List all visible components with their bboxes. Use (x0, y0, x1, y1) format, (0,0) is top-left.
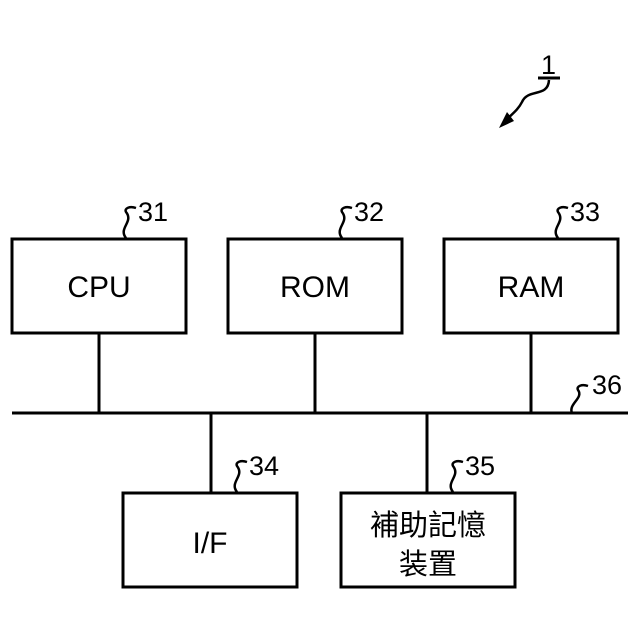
figure-ref-arrow (504, 80, 549, 122)
cpu-ref-leader (124, 207, 136, 238)
if-ref-number: 34 (249, 451, 279, 481)
ram-ref-number: 33 (570, 197, 600, 227)
figure-reference: 1 (499, 50, 560, 128)
storage-label-line2: 装置 (399, 547, 457, 581)
cpu-block: CPU 31 (12, 197, 186, 333)
figure-ref-number: 1 (541, 50, 556, 80)
rom-label: ROM (280, 271, 350, 304)
if-ref-leader (235, 461, 247, 492)
if-label: I/F (193, 527, 228, 560)
cpu-label: CPU (67, 271, 130, 304)
bus-ref-leader (571, 385, 588, 413)
cpu-ref-number: 31 (138, 197, 168, 227)
rom-block: ROM 32 (228, 197, 402, 333)
ram-ref-leader (556, 207, 568, 238)
storage-ref-number: 35 (465, 451, 495, 481)
rom-ref-leader (340, 207, 352, 238)
bus: 36 (12, 370, 628, 413)
storage-ref-leader (451, 461, 463, 492)
bus-ref-number: 36 (592, 370, 622, 400)
rom-ref-number: 32 (354, 197, 384, 227)
ram-block: RAM 33 (444, 197, 618, 333)
storage-label-line1: 補助記憶 (370, 508, 486, 542)
ram-label: RAM (498, 271, 565, 304)
